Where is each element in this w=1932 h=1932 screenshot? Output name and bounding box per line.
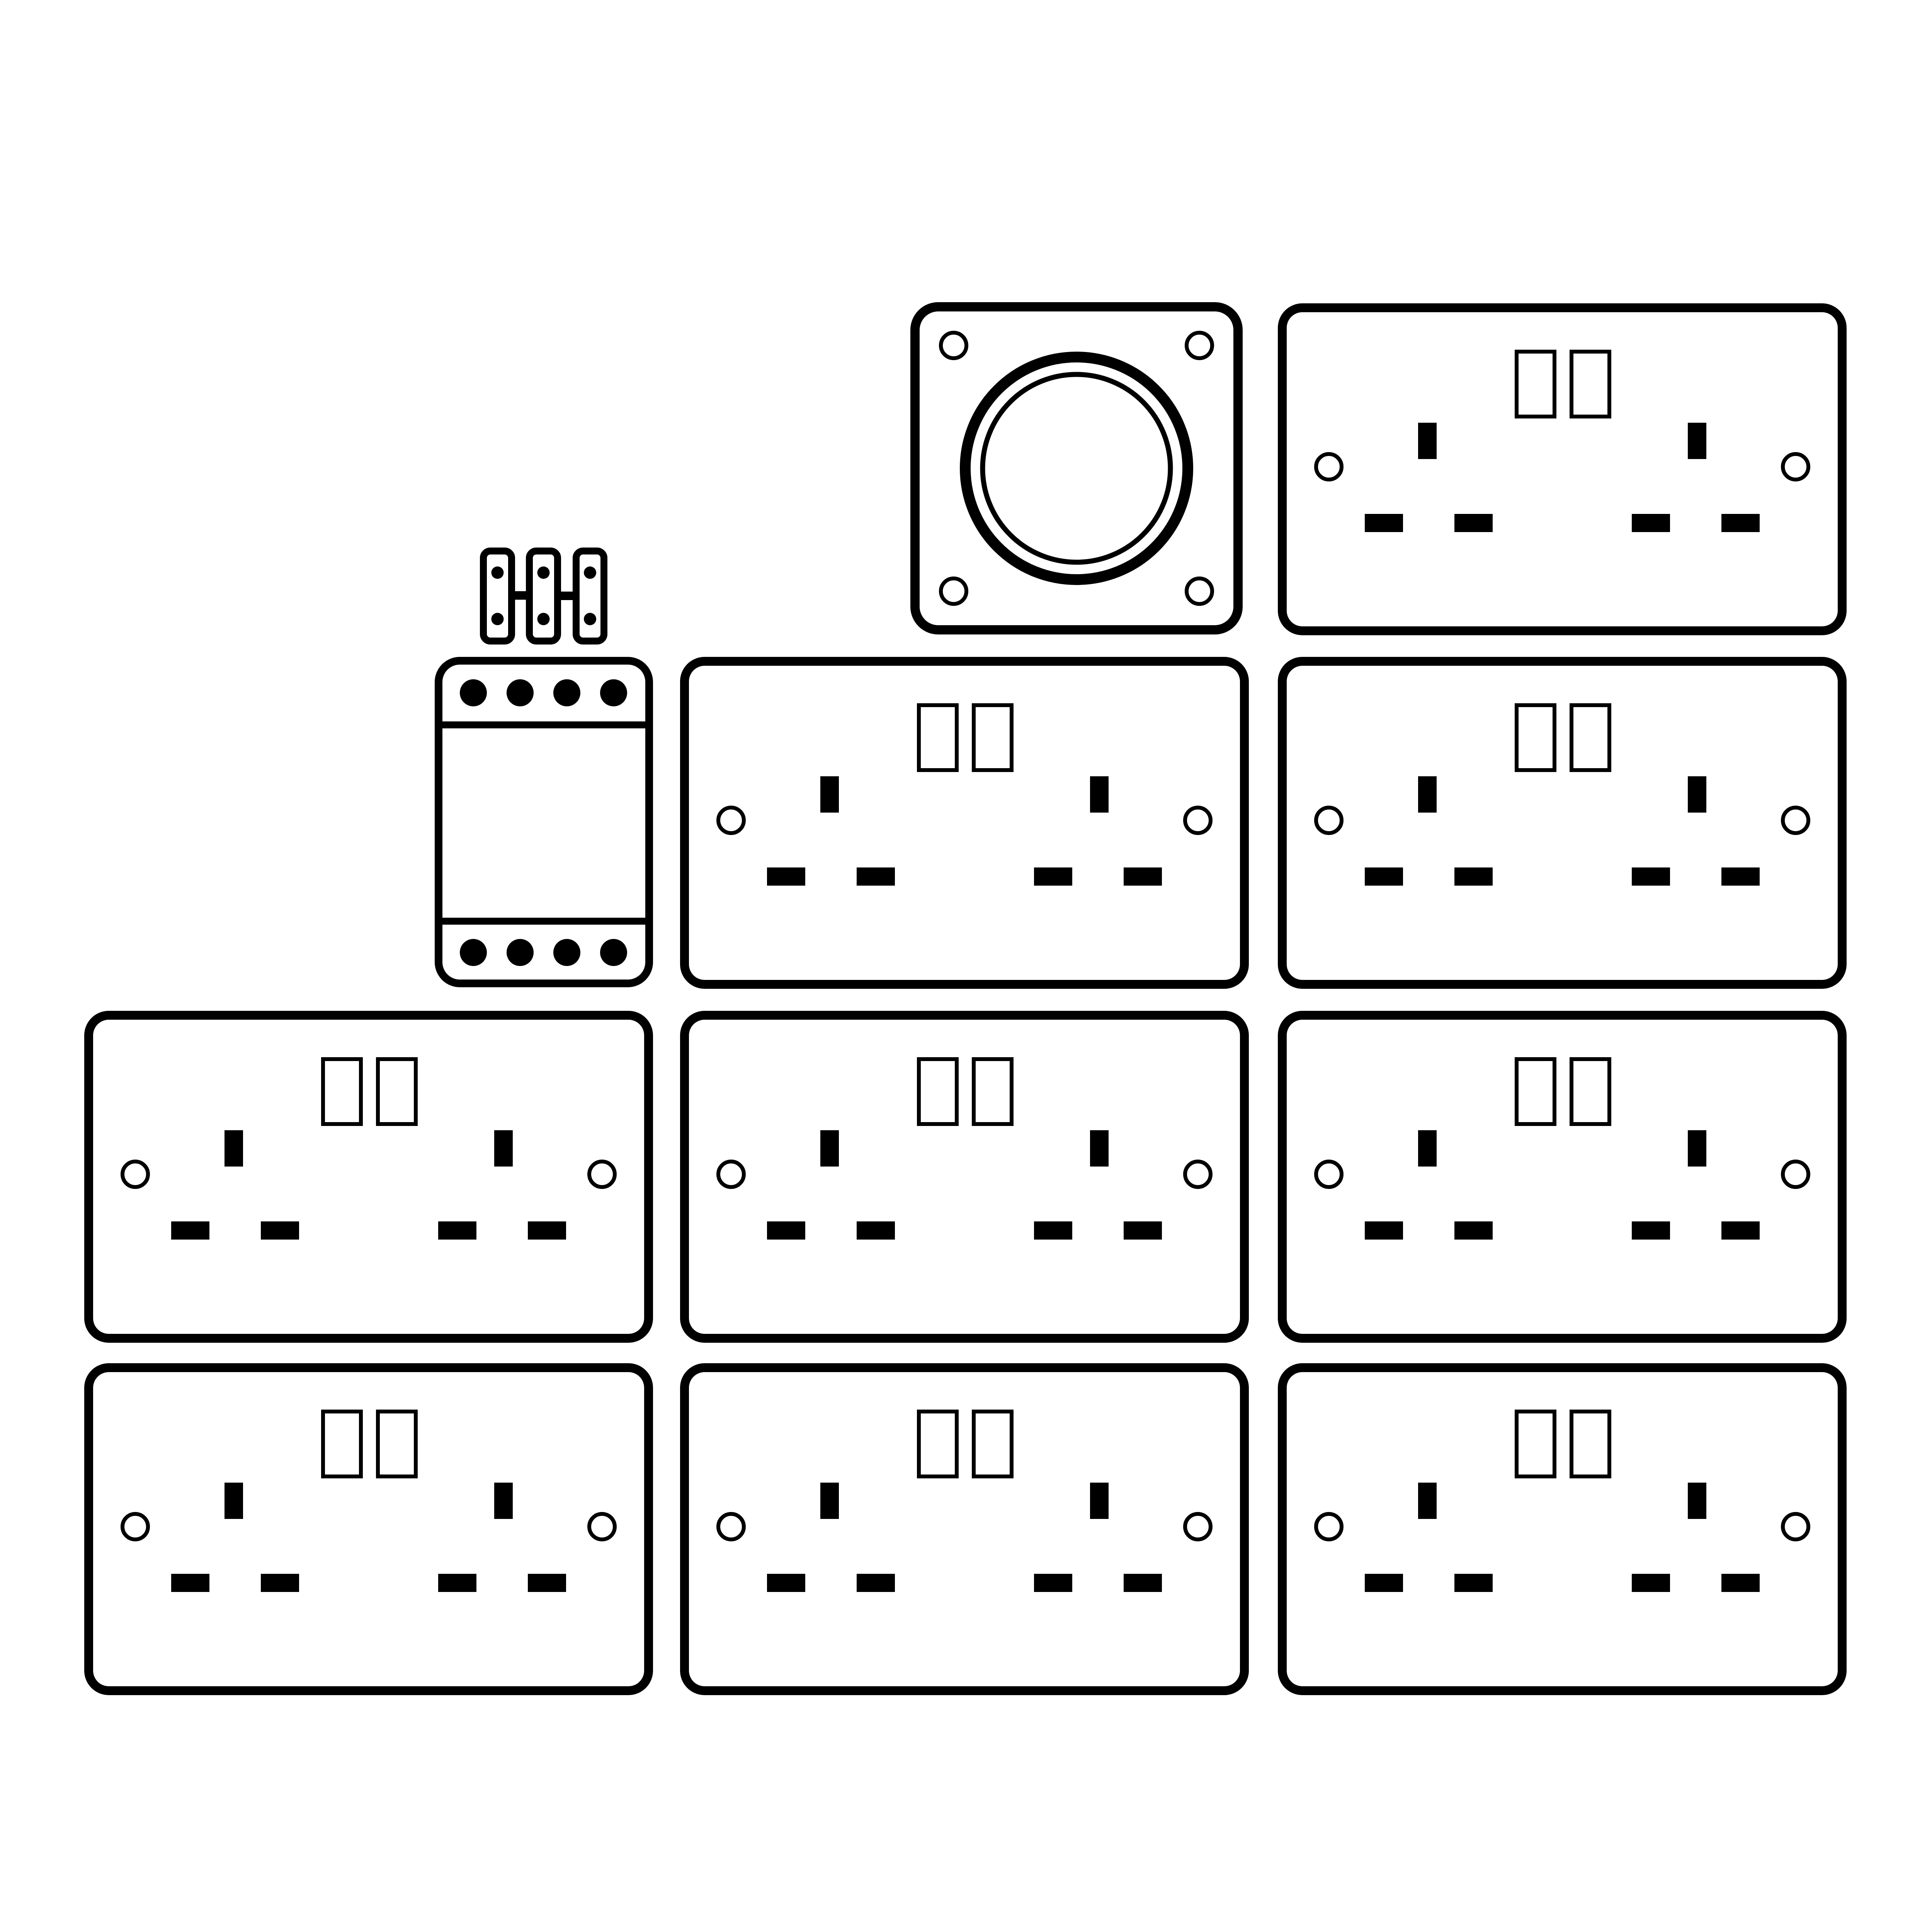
- contactor-icon: [439, 661, 649, 983]
- double-socket-icon: [89, 1368, 649, 1691]
- terminal-block-connectors-icon: [483, 551, 604, 641]
- double-socket-icon: [685, 662, 1245, 985]
- double-socket-icon: [1282, 308, 1842, 631]
- double-socket-icon: [1282, 1368, 1842, 1691]
- double-socket-icon: [1282, 662, 1842, 985]
- double-socket-icon: [685, 1015, 1245, 1338]
- double-socket-icon: [1282, 1015, 1842, 1338]
- double-socket-icon: [89, 1015, 649, 1338]
- round-dial-plate-icon: [915, 307, 1238, 630]
- double-socket-icon: [685, 1368, 1245, 1691]
